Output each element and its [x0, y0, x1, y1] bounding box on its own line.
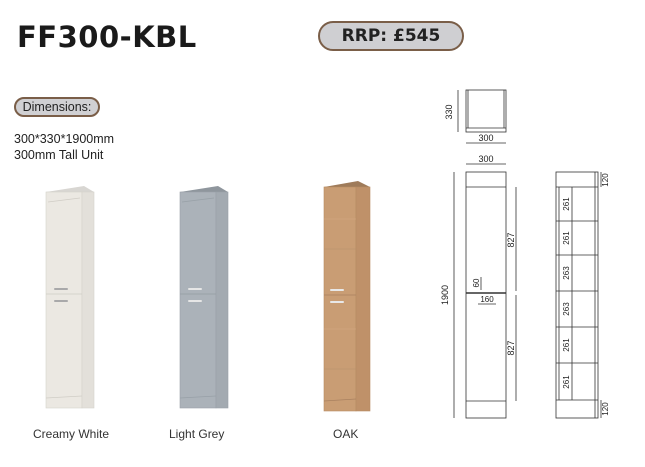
front-width-label: 300	[478, 154, 493, 164]
upper-door-label: 827	[506, 232, 516, 247]
technical-drawing: 330 300 300 1900 827 827 60 160 120 261 …	[440, 89, 610, 419]
product-code: FF300-KBL	[17, 20, 197, 54]
shelf-label: 263	[562, 266, 571, 280]
lower-door-label: 827	[506, 340, 516, 355]
price-badge: RRP: £545	[318, 21, 464, 51]
handle-length-label: 160	[480, 295, 494, 304]
finish-label-light-grey: Light Grey	[169, 427, 225, 441]
dimensions-size: 300*330*1900mm	[14, 132, 115, 146]
plinth-bottom-label: 120	[601, 402, 610, 416]
shelf-label: 261	[562, 231, 571, 245]
shelf-label: 261	[562, 375, 571, 389]
shelf-label: 261	[562, 338, 571, 352]
finish-label-creamy-white: Creamy White	[33, 427, 110, 441]
dimensions-badge: Dimensions:	[14, 97, 100, 117]
plinth-top-label: 120	[601, 173, 610, 187]
shelf-label: 261	[562, 197, 571, 211]
shelf-label: 263	[562, 302, 571, 316]
top-depth-label: 330	[444, 104, 454, 119]
unit-image-creamy-white	[45, 186, 95, 409]
finish-label-oak: OAK	[333, 427, 359, 441]
handle-offset-label: 60	[472, 278, 481, 287]
dimensions-description: 300mm Tall Unit	[14, 148, 104, 162]
top-width-label: 300	[478, 133, 493, 143]
front-height-label: 1900	[440, 285, 450, 305]
unit-image-light-grey	[179, 186, 229, 409]
unit-image-oak	[323, 181, 371, 412]
